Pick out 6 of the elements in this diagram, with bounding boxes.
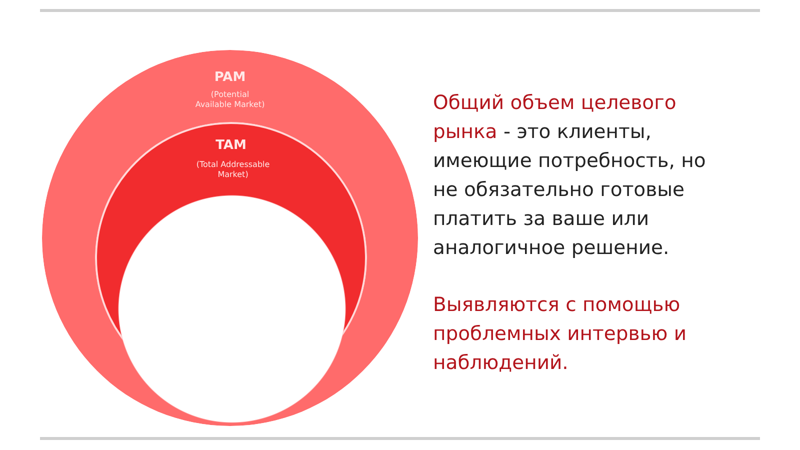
paragraph: Общий объем целевого рынка - это клиенты, имеющие потребность, но не обязательно готовые платить за ваше или аналогичное решение. bbox=[433, 90, 707, 261]
circle-subtitle: (Total Addressable Market) bbox=[195, 160, 271, 180]
circle-subtitle: (Potential Available Market) bbox=[195, 90, 265, 110]
circle-title: TAM bbox=[214, 138, 248, 153]
circle-title: PAM bbox=[213, 70, 247, 85]
paragraph: Выявляются с помощью проблемных интервью и наблюдений. bbox=[433, 292, 688, 376]
